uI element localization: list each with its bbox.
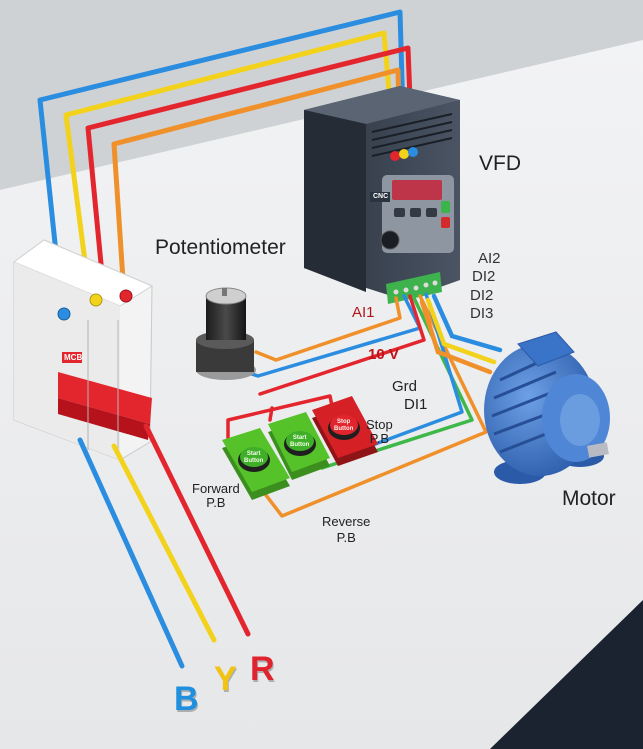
motor-wires [419, 293, 503, 375]
mcb-toggle-bar [58, 372, 152, 424]
di2-wire [260, 294, 488, 518]
vfd-top [304, 86, 460, 124]
mcb-breaker [12, 239, 154, 461]
motor-end-cap [560, 394, 600, 446]
motor-wire-w [419, 299, 493, 375]
mcb-terminal-blue [57, 307, 71, 321]
motor-label: Motor [562, 487, 616, 510]
mcb-brand-plate [62, 352, 82, 363]
reverse-button-cap [286, 431, 314, 451]
supply-wire-r [143, 423, 251, 637]
button-common-branch [268, 406, 274, 422]
potentiometer [196, 287, 256, 380]
forward-button-text: Start Button [244, 451, 264, 464]
ten-v-wire [258, 294, 426, 396]
ten-v-label: 10 V [368, 346, 399, 363]
vfd-stop-key [441, 217, 450, 228]
supply-wire-b [77, 437, 185, 669]
table-surface [0, 40, 643, 749]
reverse-pb-label: Reverse P.B [322, 514, 371, 545]
supply-wires [77, 423, 251, 669]
di2-label-2: DI2 [470, 287, 494, 304]
mcb-pole-lines [87, 320, 119, 456]
vfd-side [304, 110, 366, 292]
mcb-toggle-base [58, 398, 150, 440]
di1-label: DI1 [404, 396, 428, 413]
mcb-terminal-yellow [89, 293, 103, 307]
di2-label-1: DI2 [472, 268, 496, 285]
stop-button-text: Stop Button [334, 419, 354, 432]
phase-r-letter: R [250, 650, 275, 688]
motor-shaft [587, 442, 609, 458]
motor-terminal-box [517, 331, 575, 367]
vfd-terminal-l1 [390, 151, 400, 161]
vfd-key-1 [394, 208, 405, 217]
vfd-terminal-l2 [399, 149, 409, 159]
vfd-key-3 [426, 208, 437, 217]
supply-wire-y [111, 443, 217, 643]
motor-wire-u [431, 293, 503, 353]
vfd-terminal-l3 [408, 147, 418, 157]
phase-y-letter: Y [214, 660, 237, 698]
di3-label: DI3 [470, 305, 494, 322]
overhead-blue-wire [37, 9, 407, 313]
stop-button-cap [330, 415, 358, 435]
grd-label: Grd [392, 378, 418, 395]
stop-pb-label: Stop P.B [366, 417, 393, 446]
reverse-button-text: Start Button [290, 435, 310, 448]
button-common-wire [226, 394, 334, 444]
vfd-brand: CNC [373, 193, 389, 200]
reverse-button-housing [268, 412, 330, 480]
vfd-display [392, 180, 442, 200]
vfd-knob [380, 230, 400, 250]
ai1-wire [254, 296, 402, 362]
pot-indicator [222, 288, 227, 296]
vfd-brand-plate [370, 192, 390, 202]
mcb-brand: MCB [64, 353, 83, 362]
potentiometer-label: Potentiometer [155, 236, 286, 259]
mcb-terminal-red [119, 289, 133, 303]
vfd-run-key [441, 201, 450, 213]
dark-corner [490, 600, 643, 749]
vfd-terminal-screws [393, 280, 438, 295]
ai2-label: AI2 [478, 250, 501, 267]
forward-button-housing [222, 428, 290, 500]
vfd-drive [304, 86, 460, 304]
forward-pb-label: Forward P.B [192, 481, 240, 510]
vfd-vents [371, 113, 453, 157]
motor [484, 331, 610, 484]
stop-button-housing [312, 396, 378, 466]
phase-b-letter: B [174, 680, 199, 718]
forward-button-cap [240, 447, 268, 467]
vfd-label: VFD [479, 152, 521, 175]
push-buttons [222, 396, 378, 500]
ai1-label: AI1 [352, 304, 375, 321]
vfd-key-2 [410, 208, 421, 217]
motor-wire-v [425, 297, 497, 365]
